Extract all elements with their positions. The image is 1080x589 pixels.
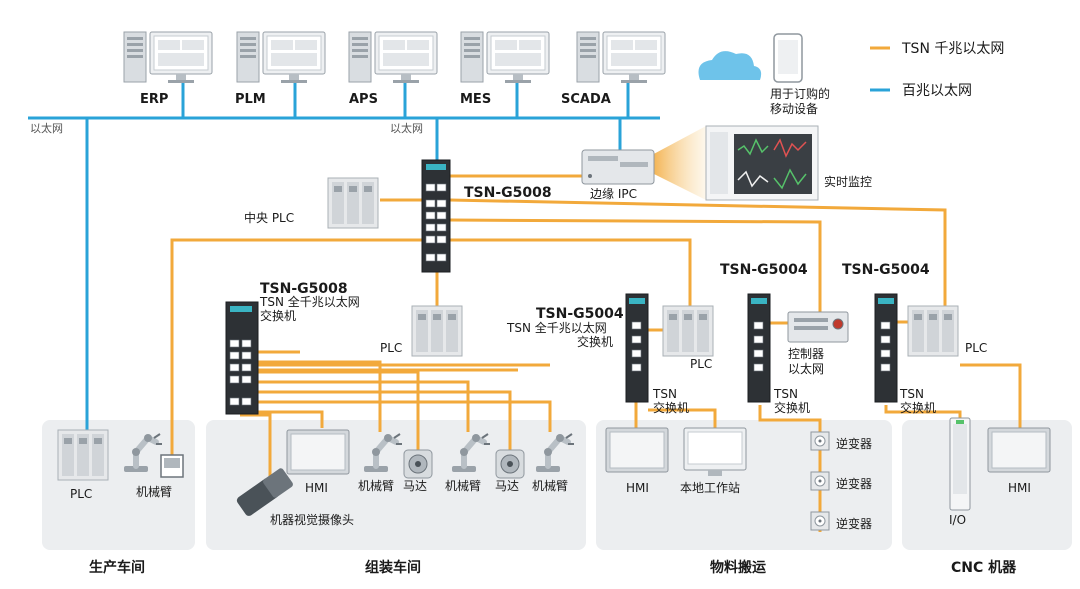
cnc-hmi-label: HMI	[1008, 481, 1031, 495]
cloud-label-line2: 移动设备	[770, 102, 818, 116]
material-plc-label: PLC	[690, 357, 712, 371]
cloud-label-line1: 用于订购的	[770, 86, 830, 101]
production-plc-label: PLC	[70, 487, 92, 501]
cnc-switch-line2: 交换机	[900, 400, 936, 415]
ethernet-label-left: 以太网	[30, 122, 63, 135]
edge-ipc-label: 边缘 IPC	[590, 187, 637, 201]
ethernet-label-center: 以太网	[390, 122, 423, 135]
zone-assembly-title: 组装车间	[365, 559, 421, 576]
legend-fast-label: 百兆以太网	[902, 83, 972, 99]
cnc-switch-line1: TSN	[899, 387, 924, 401]
server-erp[interactable]	[123, 31, 213, 84]
core-switch-device[interactable]	[421, 159, 451, 273]
material-switch-line1: TSN 全千兆以太网	[506, 320, 607, 335]
material-sw-tsn: TSN	[652, 387, 677, 401]
io-label: I/O	[949, 513, 966, 527]
assembly-plc-label: PLC	[380, 341, 402, 355]
server-aps[interactable]	[348, 31, 438, 84]
server-label-scada: SCADA	[561, 92, 611, 107]
assembly-motor1-device[interactable]	[403, 449, 433, 479]
controller-line2: 以太网	[788, 361, 824, 376]
assembly-switch-device[interactable]	[225, 301, 259, 415]
inverter-1-label: 逆变器	[836, 436, 872, 451]
assembly-hmi-label: HMI	[305, 481, 328, 495]
central-plc-device[interactable]	[327, 177, 379, 229]
server-label-erp: ERP	[140, 92, 168, 107]
core-switch-label: TSN-G5008	[464, 185, 552, 201]
assembly-arm2-label: 机械臂	[445, 478, 481, 493]
monitor-beam	[650, 126, 706, 200]
arm-controller-screen-icon	[164, 458, 180, 468]
ctrl-switch-device[interactable]	[747, 293, 771, 403]
production-plc-device[interactable]	[57, 429, 109, 481]
material-sw-switch: 交换机	[653, 400, 689, 415]
assembly-hmi-device[interactable]	[286, 429, 350, 475]
assembly-motor2-device[interactable]	[495, 449, 525, 479]
inverter-3-device[interactable]	[810, 511, 830, 531]
material-switch-model: TSN-G5004	[536, 306, 624, 322]
zone-cnc-title: CNC 机器	[951, 559, 1017, 576]
server-drops	[85, 82, 630, 430]
server-mes[interactable]	[460, 31, 550, 84]
camera-label: 机器视觉摄像头	[270, 512, 354, 527]
legend-gigabit-label: TSN 千兆以太网	[901, 41, 1004, 57]
central-plc-label: 中央 PLC	[244, 210, 294, 225]
monitor-screen[interactable]	[705, 125, 819, 201]
cnc-switch-device[interactable]	[874, 293, 898, 403]
assembly-switch-line1: TSN 全千兆以太网	[259, 294, 360, 309]
material-switch-device[interactable]	[625, 293, 649, 403]
server-scada[interactable]	[576, 31, 666, 84]
server-label-aps: APS	[349, 92, 378, 107]
assembly-arm3-label: 机械臂	[532, 478, 568, 493]
cnc-plc-device[interactable]	[907, 305, 959, 357]
camera-device[interactable]	[235, 467, 294, 517]
inverter-1-device[interactable]	[810, 431, 830, 451]
cloud-icon	[698, 51, 762, 80]
phone-screen-icon	[778, 40, 798, 74]
edge-ipc-device[interactable]	[581, 149, 655, 185]
material-hmi-label: HMI	[626, 481, 649, 495]
assembly-arm1-label: 机械臂	[358, 478, 394, 493]
zone-production-title: 生产车间	[89, 559, 145, 576]
assembly-motor1-label: 马达	[403, 479, 427, 493]
zone-material-title: 物料搬运	[710, 559, 766, 576]
server-label-mes: MES	[460, 92, 491, 107]
controller-line1: 控制器	[788, 347, 824, 361]
assembly-plc-device[interactable]	[411, 305, 463, 357]
workstation-label: 本地工作站	[680, 481, 740, 495]
assembly-switch-model: TSN-G5008	[260, 281, 348, 297]
controller-device[interactable]	[787, 311, 849, 343]
material-hmi-device[interactable]	[605, 427, 669, 473]
workstation-device[interactable]	[683, 427, 747, 476]
ctrl-switch-line2: 交换机	[774, 400, 810, 415]
ctrl-switch-model: TSN-G5004	[720, 262, 808, 278]
assembly-motor2-label: 马达	[495, 479, 519, 493]
assembly-switch-line2: 交换机	[260, 308, 296, 323]
inverter-2-device[interactable]	[810, 471, 830, 491]
server-label-plm: PLM	[235, 92, 266, 107]
ctrl-switch-line1: TSN	[773, 387, 798, 401]
monitor-label: 实时监控	[824, 174, 872, 189]
gigabit-links	[170, 174, 1022, 532]
material-plc-device[interactable]	[662, 305, 714, 357]
inverter-2-label: 逆变器	[836, 476, 872, 491]
io-device[interactable]	[949, 417, 971, 511]
server-plm[interactable]	[236, 31, 326, 84]
cnc-plc-label: PLC	[965, 341, 987, 355]
cnc-switch-model: TSN-G5004	[842, 262, 930, 278]
cnc-hmi-device[interactable]	[987, 427, 1051, 473]
inverter-3-label: 逆变器	[836, 516, 872, 531]
material-switch-line2: 交换机	[577, 334, 613, 349]
production-arm-label: 机械臂	[136, 484, 172, 499]
